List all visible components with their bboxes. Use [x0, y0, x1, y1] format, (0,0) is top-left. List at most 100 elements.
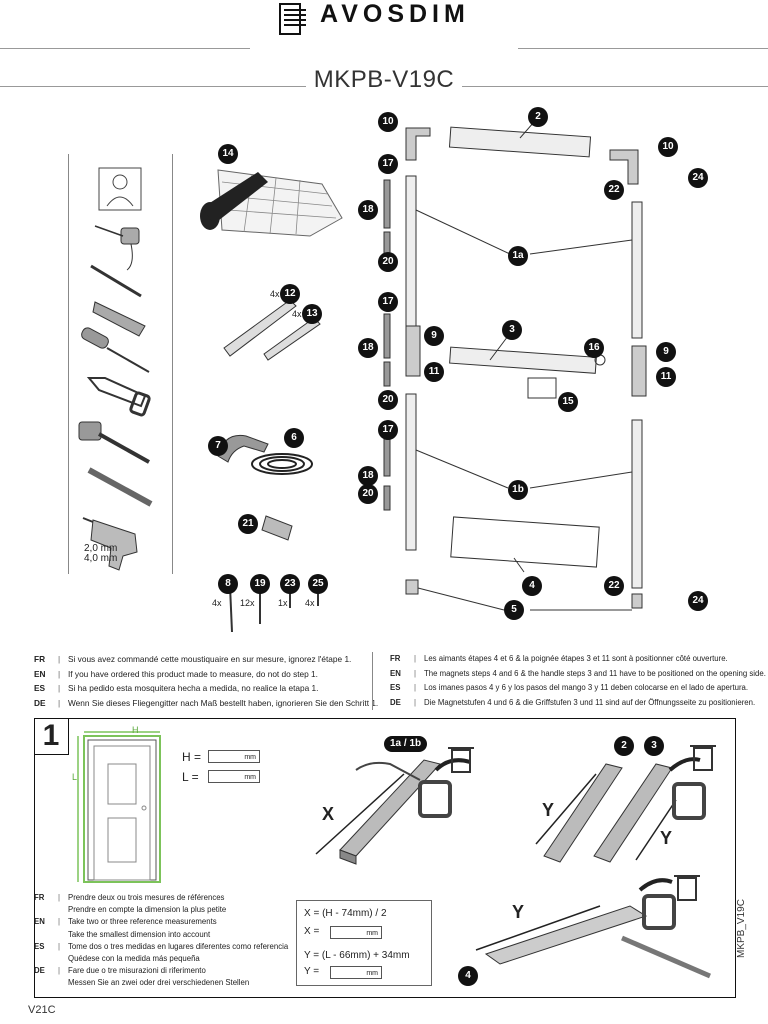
left-lower-profile: [405, 393, 417, 551]
magnet-strips-icon: [223, 299, 321, 361]
trash-icon-3: [674, 875, 700, 901]
tools-divider-right: [172, 154, 173, 574]
part-label-7: 7: [208, 436, 228, 456]
part-label-21: 21: [238, 514, 258, 534]
model-rule-left: [0, 86, 306, 87]
part-label-17-low: 17: [378, 420, 398, 440]
trash-icon-1: [448, 747, 474, 773]
brand-header: AVOSDIM: [0, 0, 768, 40]
right-lower-profile: [631, 419, 643, 589]
bottom-panel: [450, 516, 600, 568]
left-upper-profile: [405, 175, 417, 341]
h-input[interactable]: mm: [208, 750, 260, 763]
qty-12: 4x: [270, 289, 280, 299]
person-icon: [98, 167, 142, 211]
l-dimension-label: L: [72, 772, 78, 782]
handle-and-coil-icon: [217, 434, 313, 475]
part-label-24-low: 24: [688, 591, 708, 611]
h-field-label: H =: [182, 750, 202, 764]
part-label-15: 15: [558, 392, 578, 412]
x-result-input[interactable]: mm: [330, 926, 382, 939]
cut-profile-1: [315, 758, 471, 865]
notes-left: FR|Si vous avez commandé cette moustiqua…: [34, 652, 378, 710]
pencil-icon: [90, 264, 142, 298]
part-label-1a: 1a: [508, 246, 528, 266]
part-label-18-low: 18: [358, 466, 378, 486]
cut-y-label-2: Y: [660, 828, 673, 848]
part-label-23: 23: [280, 574, 300, 594]
middle-bar: [449, 346, 597, 374]
cut-profile-3: [475, 878, 711, 979]
note-left-es: ES|Si ha pedido esta mosquitera hecha a …: [34, 683, 319, 693]
part-label-4: 4: [522, 576, 542, 596]
handle-right: [631, 345, 647, 397]
part-label-2: 2: [528, 107, 548, 127]
measure-note-fr: FR|Prendre deux ou trois mesures de réfé…: [34, 893, 225, 902]
measure-note-es: ES|Tome dos o tres medidas en lugares di…: [34, 941, 289, 951]
part-label-11-left: 11: [424, 362, 444, 382]
y-result-input[interactable]: mm: [330, 966, 382, 979]
part-label-22-low: 22: [604, 576, 624, 596]
qty-8: 4x: [212, 598, 222, 608]
footer-version: V21C: [28, 1004, 56, 1016]
bracket-17-top: [383, 179, 391, 229]
part-label-17-mid: 17: [378, 292, 398, 312]
part-label-8: 8: [218, 574, 238, 594]
tape-measure-icon: [94, 225, 140, 271]
header-rule-right: [518, 48, 768, 49]
part-label-1b: 1b: [508, 480, 528, 500]
measure-note-de: DE|Fare due o tre misurazioni di riferim…: [34, 966, 206, 976]
notes-right: FR|Les aimants étapes 4 et 6 & la poigné…: [390, 652, 766, 710]
leader-1a-right: [529, 239, 633, 255]
part-label-11-right: 11: [656, 367, 676, 387]
plate-15: [527, 377, 557, 399]
l-input[interactable]: mm: [208, 770, 260, 783]
note-right-fr: FR|Les aimants étapes 4 et 6 & la poigné…: [390, 654, 728, 663]
cut-y-label: Y: [542, 800, 555, 820]
leader-4: [513, 557, 525, 573]
step-part-label-2: 2: [614, 736, 634, 756]
leader-1b-right: [529, 471, 633, 489]
step-1-panel: [34, 718, 736, 998]
note-right-es: ES|Los imanes pasos 4 y 6 y los pasos de…: [390, 683, 749, 692]
formula-y: Y = (L - 66mm) + 34mm: [304, 950, 410, 961]
h-dimension-label: H: [132, 725, 139, 735]
mallet-icon: [78, 421, 150, 464]
qty-23: 1x: [278, 598, 288, 608]
bracket-20-mid: [383, 361, 391, 387]
note-right-de: DE|Die Magnetstufen 4 und 6 & die Griffs…: [390, 697, 756, 707]
drill-size-1: 2,0 mm: [84, 543, 118, 554]
part-label-18-top: 18: [358, 200, 378, 220]
leader-1a-left: [415, 209, 511, 255]
bracket-17-mid: [383, 313, 391, 359]
bracket-20-low: [383, 485, 391, 511]
handle-left: [405, 325, 421, 377]
leader-1b-left: [415, 449, 509, 489]
screwdriver-icon: [81, 327, 150, 373]
corner-piece-right-top: [609, 149, 639, 185]
screws-icon: [229, 585, 319, 633]
part-label-18-mid: 18: [358, 338, 378, 358]
part-label-9-left: 9: [424, 326, 444, 346]
tools-illustration: [78, 167, 153, 571]
part-label-25: 25: [308, 574, 328, 594]
brand-name: AVOSDIM: [320, 0, 470, 28]
part-label-10-left: 10: [378, 112, 398, 132]
part-label-17-top: 17: [378, 154, 398, 174]
part-label-20-mid: 20: [378, 390, 398, 410]
accessories-illustration: [200, 169, 343, 633]
right-upper-profile: [631, 201, 643, 339]
footer-model-code: MKPB_V19C: [736, 899, 747, 958]
trash-icon-2: [690, 745, 716, 771]
model-rule-right: [462, 86, 768, 87]
bracket-17-low: [383, 435, 391, 477]
hacksaw-icon: [86, 377, 151, 417]
part-label-19: 19: [250, 574, 270, 594]
part-tag-1a-1b: 1a / 1b: [384, 736, 428, 752]
y-result-label: Y =: [304, 966, 320, 977]
part-label-20-top: 20: [378, 252, 398, 272]
cut-profile-2: [535, 757, 706, 863]
cutting-illustrations: [315, 745, 716, 979]
drill-icon: [82, 517, 138, 571]
step-number: 1: [34, 718, 69, 755]
